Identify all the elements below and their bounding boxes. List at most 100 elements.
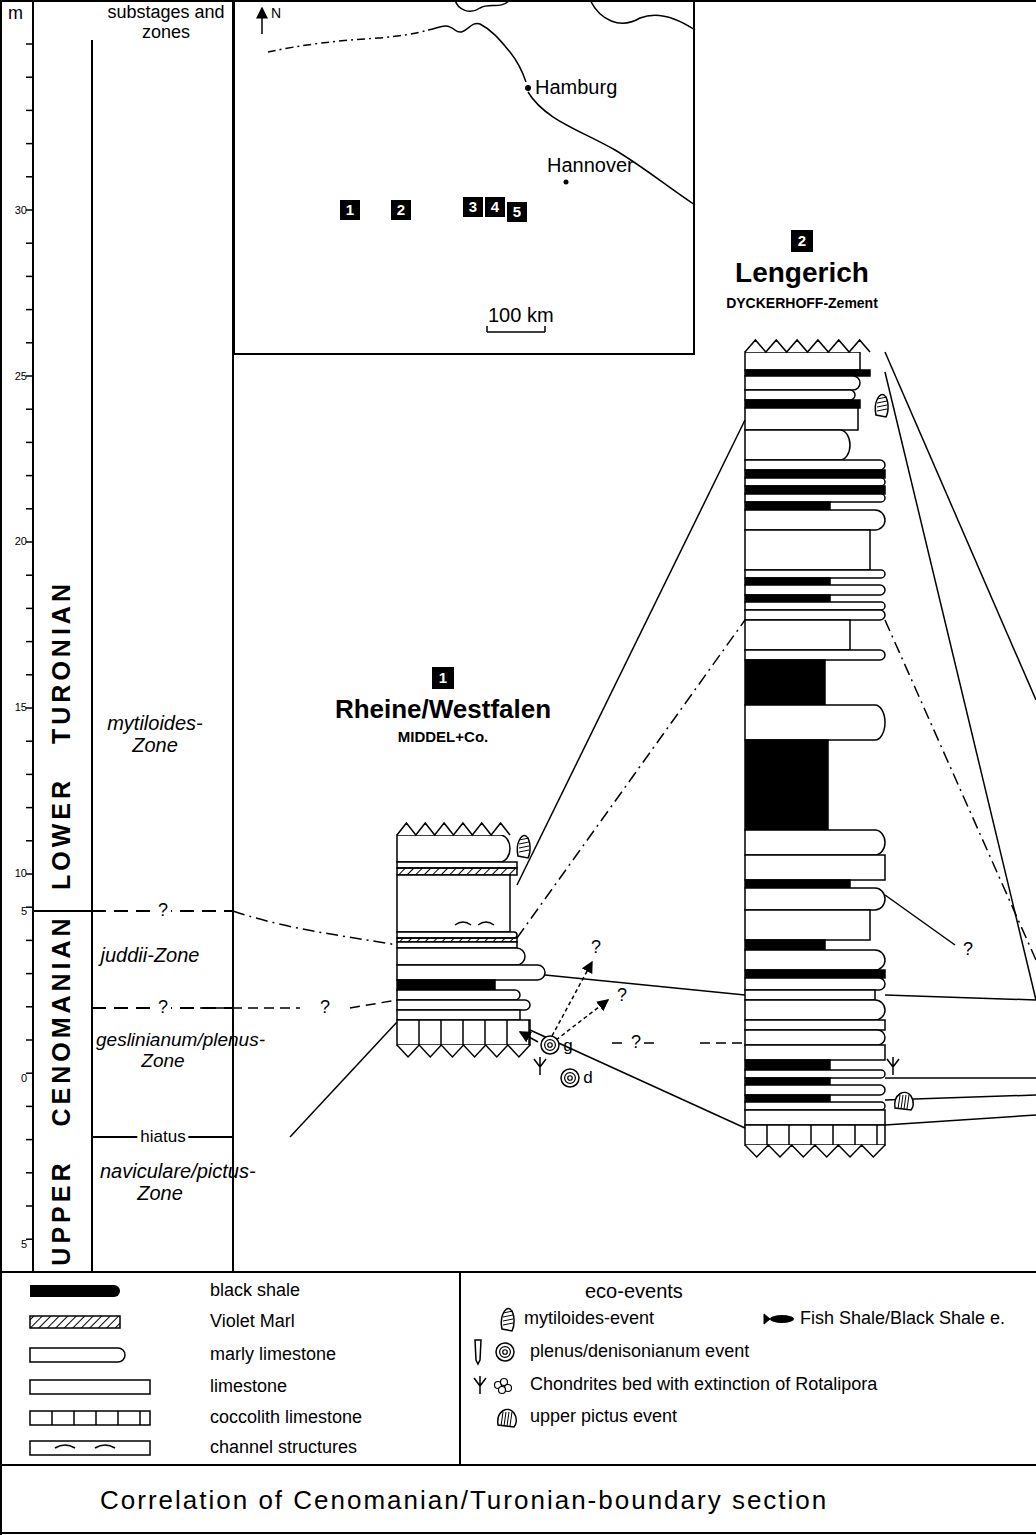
coccolith-block-line [876,1125,878,1145]
pictus-rib [501,1412,503,1426]
scale-tick [26,707,33,709]
correlation-line [530,1030,745,1128]
section-number: 5 [513,204,521,221]
pictus-icon [498,1409,517,1427]
coccolith-limestone-bed [745,1125,885,1145]
scale-tick [26,309,33,311]
scale-tick [26,508,33,510]
chondrites-icon [474,1376,486,1394]
marly-limestone-bed [745,705,885,740]
legend-text: upper pictus event [530,1407,677,1427]
coccolith-block-line [95,1411,97,1425]
scale-tick [26,574,33,576]
coccolith-block-line [766,1125,768,1145]
substage-name: LOWER TURONIAN [48,580,76,890]
correlation-line [885,895,955,945]
correlation-line [290,1022,397,1137]
mytiloides-rib [519,842,529,844]
black-shale-bed [745,502,830,510]
legend-text: Chondrites bed with extinction of Rotali… [530,1375,877,1395]
uncertain-mark: ? [960,940,976,960]
limestone-bed [745,855,885,880]
limestone-bed [397,862,517,868]
marly-limestone-bed [745,888,885,910]
section-break-zigzag [745,1145,885,1157]
location-square: 5 [507,202,527,222]
marly-limestone-bed [397,965,545,980]
scale-tick [26,76,33,78]
scale-tick [26,143,33,145]
stage-boundary [33,910,92,912]
mytiloides-rib [519,846,529,848]
legend-heading: eco-events [585,1280,683,1302]
black-shale-bed [745,880,850,888]
section-break-zigzag [397,823,510,835]
legend-text: black shale [210,1281,300,1301]
ammonite-whorl [568,1076,573,1081]
uncertain-mark: ? [591,938,601,958]
axis-number: 5 [21,905,27,917]
uncertain-mark: ? [628,1033,644,1053]
zone-name: naviculare/pictus-Zone [100,1160,220,1204]
marly-limestone-bed [745,570,885,578]
limestone-bed [30,1380,150,1394]
ammonite-letter: g [563,1037,572,1056]
axis-number: 15 [15,701,27,713]
black-shale-bed [745,660,825,705]
chondrites-icon [534,1057,546,1075]
mytiloides-icon [517,836,530,858]
legend-text: channel structures [210,1438,357,1458]
scale-tick [26,375,33,377]
legend-text: mytiloides-event [524,1309,654,1329]
marly-limestone-bed [745,1030,885,1045]
scale-tick [26,43,33,45]
axis-number: 20 [15,535,27,547]
correlation-line [200,1007,300,1009]
section-number: 3 [469,199,477,216]
location-square: 1Rheine/WestfalenMIDDEL+Co. [432,667,454,689]
uncertain-mark: ? [317,998,333,1018]
scale-tick [26,641,33,643]
scale-tick [26,774,33,776]
marly-limestone-bed [745,1085,885,1095]
frame-line [0,0,1036,2]
scale-tick [26,740,33,742]
scale-tick [26,1172,33,1174]
fish-icon [770,1315,794,1323]
ammonite-whorl [545,1040,556,1051]
city-name: Hannover [547,154,634,176]
column-header: substages and zones [104,3,228,43]
uncertain-mark: ? [155,901,171,921]
correlation-line [885,995,1036,1000]
marly-limestone-bed [745,376,860,390]
city-dot [564,180,569,185]
city-name: Hamburg [535,76,617,98]
fish-tail [764,1314,770,1324]
scale-tick [26,209,33,211]
mytiloides-rib [503,1323,513,1325]
uncertain-mark: ? [155,998,171,1018]
figure-caption: Correlation of Cenomanian/Turonian-bound… [100,1486,828,1515]
axis-number: 30 [15,204,27,216]
pictus-rib [898,1095,900,1109]
location-square: 2LengerichDYCKERHOFF-Zement [791,230,813,252]
mytiloides-rib [877,405,887,407]
coccolith-block-line [484,1020,486,1045]
rotalipora-icon [499,1387,506,1394]
chondrites-icon [887,1057,899,1075]
mytiloides-icon [501,1309,514,1331]
limestone-bed [745,990,875,1000]
violet-marl-bed [30,1316,120,1328]
axis-number: 0 [21,1072,27,1084]
location-square: 4 [485,197,505,217]
coccolith-block-line [117,1411,119,1425]
mytiloides-icon [875,395,888,417]
mytiloides-rib [519,850,529,852]
axis-unit: m [8,4,23,24]
substage-name: UPPER CENOMANIAN [48,914,76,1265]
ammonite-whorl [548,1043,553,1048]
section-name: Lengerich [735,258,869,289]
marly-limestone-bed [397,932,517,938]
scale-bar [544,326,546,332]
